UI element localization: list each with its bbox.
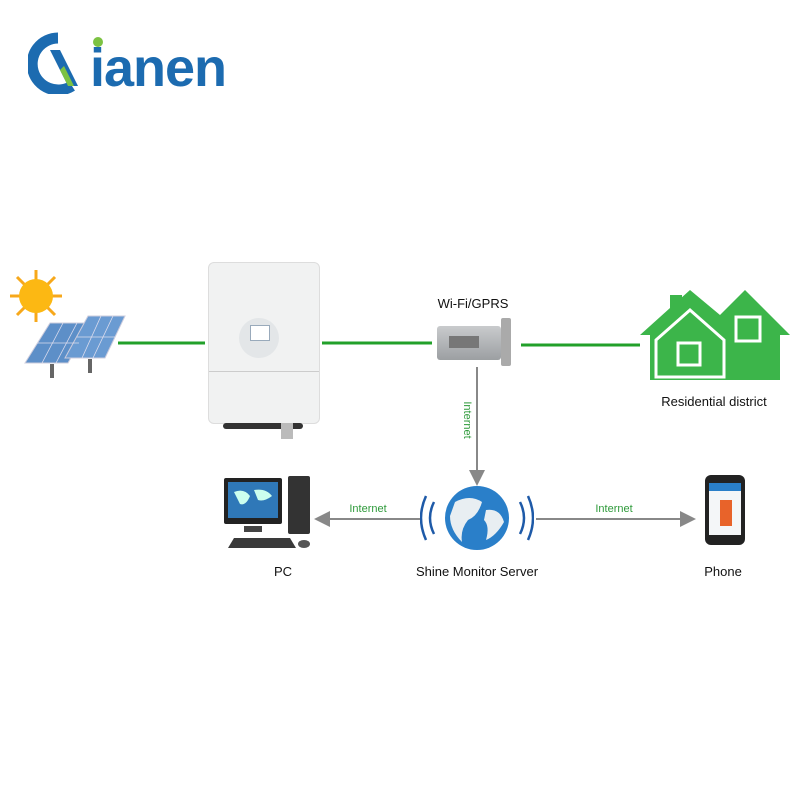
residential-label: Residential district [661, 394, 767, 409]
internet-label-right: Internet [595, 503, 633, 515]
solar-panel-icon [24, 315, 126, 378]
logo: ianen [26, 30, 238, 105]
sun-icon [10, 270, 62, 322]
inverter-device [208, 262, 320, 439]
pc-label: PC [273, 564, 293, 579]
svg-text:ianen: ianen [90, 38, 226, 94]
internet-label-down: Internet [461, 401, 473, 439]
internet-label-left: Internet [349, 503, 387, 515]
globe-server-icon [420, 486, 534, 550]
pc-icon [224, 476, 310, 548]
wifi-label: Wi-Fi/GPRS [437, 296, 509, 311]
house-icon [640, 290, 790, 380]
server-label: Shine Monitor Server [415, 564, 539, 579]
phone-label: Phone [704, 564, 742, 579]
wifi-gprs-module [437, 318, 511, 366]
phone-icon [705, 475, 745, 545]
